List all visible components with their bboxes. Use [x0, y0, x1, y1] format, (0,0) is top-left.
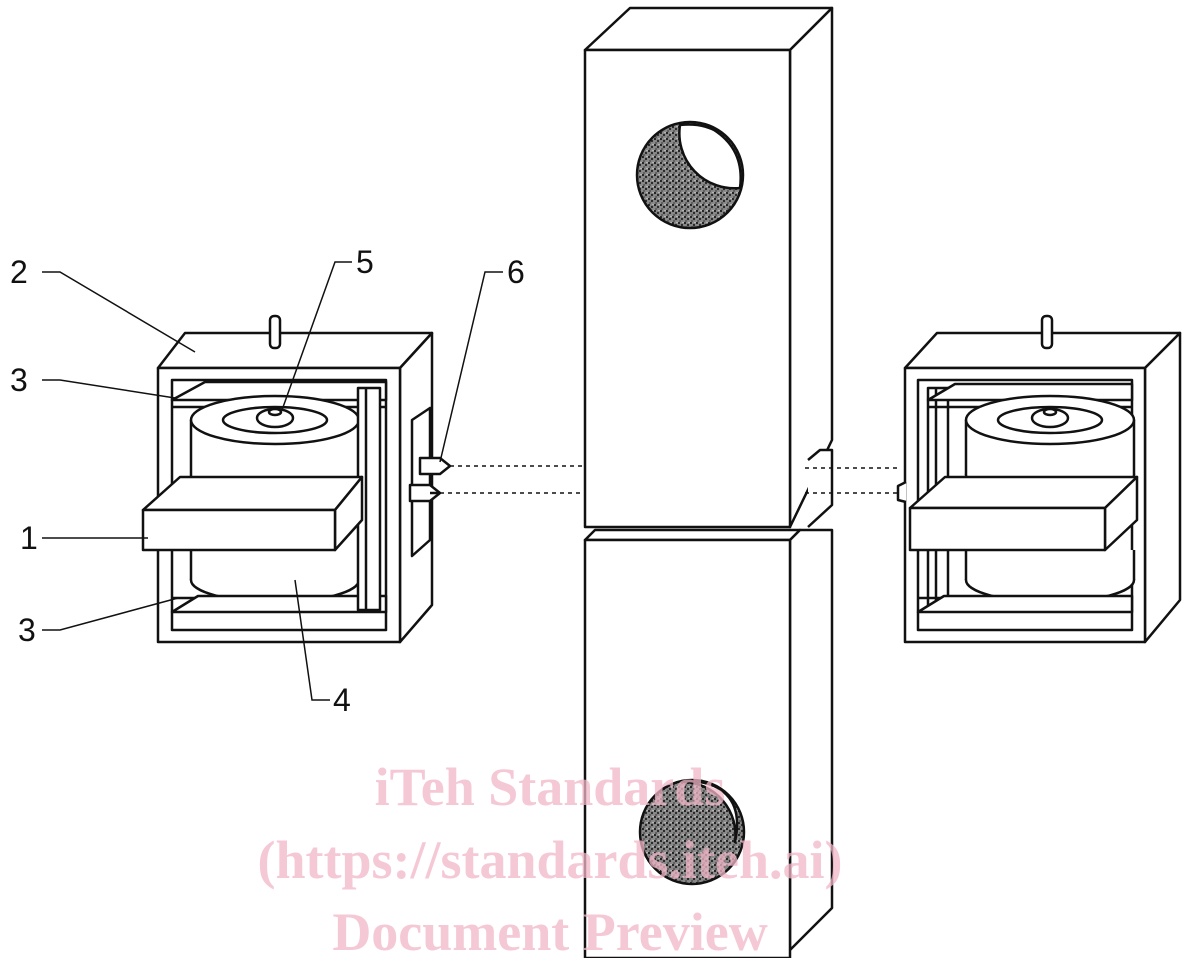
leader-3b — [42, 597, 179, 631]
upper-specimen-block — [583, 6, 834, 529]
callout-1: 1 — [20, 520, 38, 556]
watermark-line-3: Document Preview — [332, 902, 768, 962]
right-receiver-unit — [896, 314, 1182, 644]
callout-3b: 3 — [18, 612, 36, 648]
leader-2 — [42, 271, 196, 353]
lower-specimen-block — [583, 528, 834, 958]
callout-5: 5 — [356, 244, 374, 280]
callout-2: 2 — [10, 254, 28, 290]
watermark-line-1: iTeh Standards — [374, 757, 726, 817]
leader-5 — [281, 261, 352, 411]
callout-4: 4 — [333, 682, 351, 718]
callout-3a: 3 — [10, 362, 28, 398]
callout-6: 6 — [507, 254, 525, 290]
leader-3a — [42, 379, 176, 399]
left-emitter-unit — [141, 314, 452, 644]
upper-circular-sample — [635, 120, 745, 230]
leader-lines — [42, 261, 503, 701]
leader-6 — [439, 271, 503, 463]
leader-4 — [294, 579, 330, 701]
lower-circular-sample — [638, 778, 746, 886]
beam-lines — [440, 465, 900, 494]
watermark-line-2: (https://standards.iteh.ai) — [257, 830, 843, 890]
right-bracket — [807, 448, 834, 528]
